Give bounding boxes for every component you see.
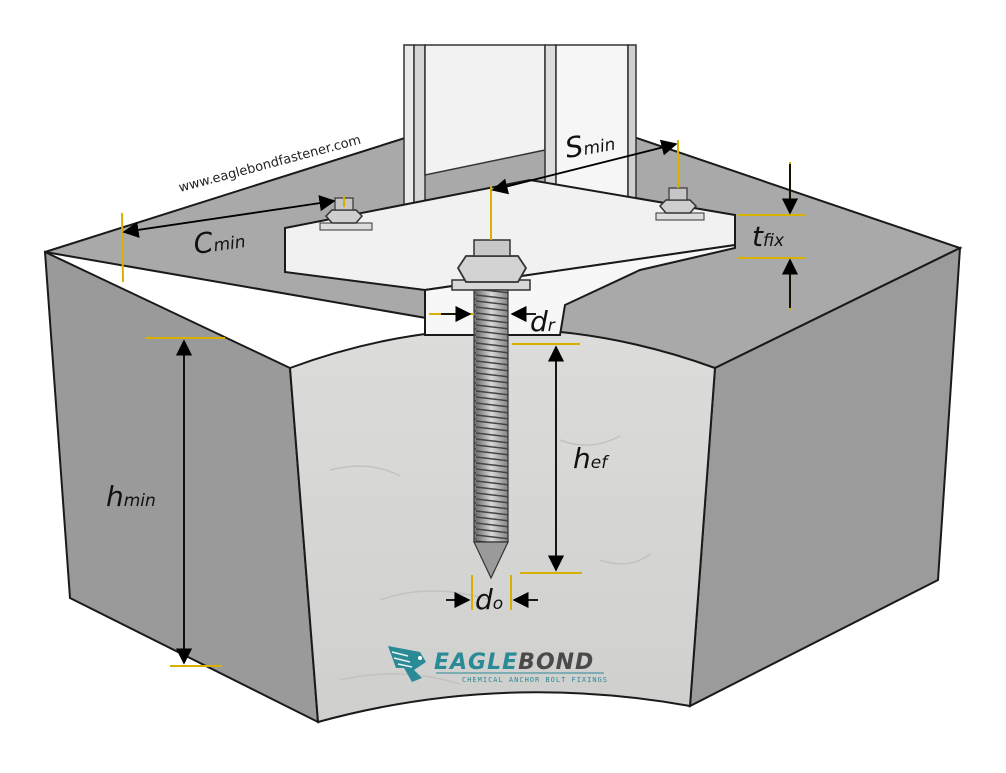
anchor-bolt [451, 239, 531, 580]
svg-text:EAGLEBOND: EAGLEBOND [434, 650, 594, 675]
s-min-arrow [491, 139, 678, 195]
dimension-arrows [122, 139, 799, 665]
concrete-left-face [43, 250, 320, 724]
eagle-icon [388, 646, 426, 682]
bolt-threaded-rod [473, 289, 509, 543]
logo-part-eagle: EAGLE [434, 650, 518, 675]
bolt-chisel-tip [473, 541, 509, 580]
logo-tagline: CHEMICAL ANCHOR BOLT FIXINGS [462, 676, 608, 684]
dimension-label-h-min: hmin [106, 480, 156, 513]
bolt-nut-icon [456, 255, 528, 283]
concrete-texture [329, 435, 651, 685]
dimension-label-d-o: do [475, 583, 503, 616]
logo-part-bond: BOND [518, 650, 594, 675]
c-min-arrow [122, 195, 336, 238]
dimension-label-h-ef: hef [573, 442, 610, 475]
bolt-nut-top [473, 239, 511, 257]
eaglebond-logo: EAGLEBOND CHEMICAL ANCHOR BOLT FIXINGS [388, 646, 608, 684]
dimension-label-t-fix: tfix [752, 220, 785, 253]
dimension-label-d-r: dr [530, 305, 556, 338]
